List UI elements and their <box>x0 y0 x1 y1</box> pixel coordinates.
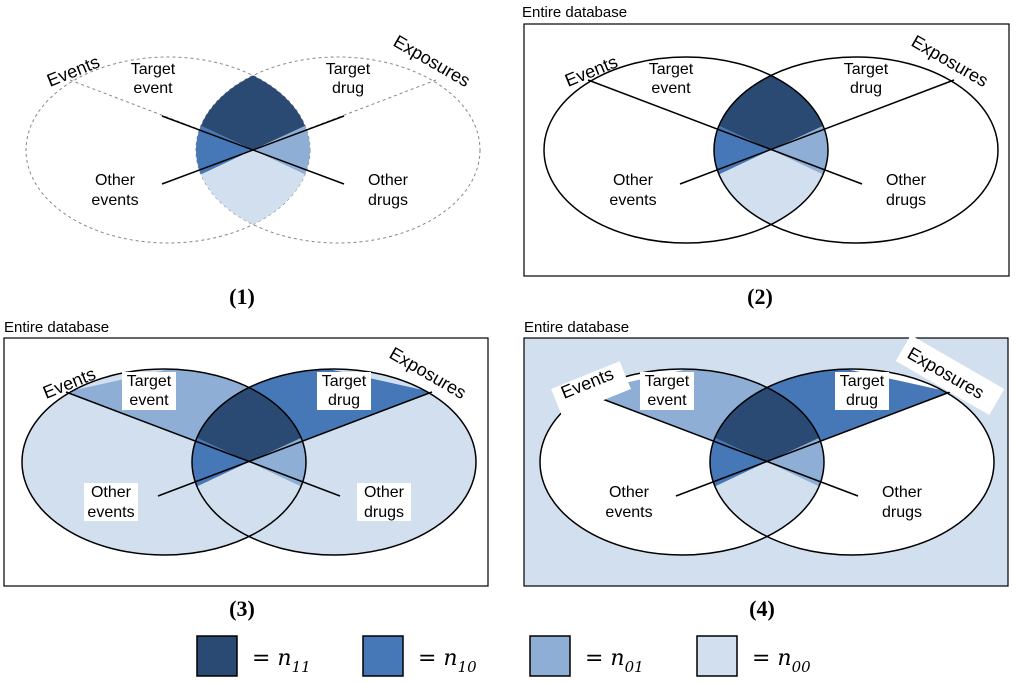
exposures-label-bg <box>895 335 1005 415</box>
database-label: Entire database <box>4 319 109 336</box>
legend-label: = n01 <box>585 646 644 676</box>
database-label: Entire database <box>522 4 627 21</box>
region-n11 <box>196 57 310 150</box>
other-events-label-bg <box>84 483 138 521</box>
panel-3: Entire database Events Exposures Target <box>3 319 489 621</box>
events-divider-line <box>65 391 341 497</box>
legend-item-n00: = n00 <box>696 635 811 677</box>
region-n00 <box>710 462 824 555</box>
legend-swatch <box>196 635 238 677</box>
other-events-label-bg <box>602 483 656 521</box>
target-event-label-bg <box>122 372 176 410</box>
left-ellipse-outline <box>21 368 307 556</box>
right-ellipse-outline <box>191 368 477 556</box>
legend: = n11 = n10 = n01 = n00 <box>196 635 811 677</box>
events-divider-line <box>587 79 863 185</box>
events-label-bg <box>551 361 631 417</box>
other-drugs-label-bg <box>357 483 411 521</box>
region-n11 <box>710 369 824 462</box>
legend-item-n11: = n11 <box>196 635 311 677</box>
other-drugs-label-bg <box>875 483 929 521</box>
legend-item-n01: = n01 <box>529 635 644 677</box>
legend-label: = n00 <box>752 646 811 676</box>
exposures-divider-solid <box>161 115 345 185</box>
legend-swatch <box>696 635 738 677</box>
exposures-divider-line <box>675 391 951 497</box>
legend-label: = n10 <box>418 646 477 676</box>
exposures-divider-line <box>679 79 955 185</box>
region-n11 <box>192 369 306 462</box>
panel-4: Entire database Events Exposures <box>523 319 1009 621</box>
panel-caption: (3) <box>229 596 255 621</box>
legend-item-n10: = n10 <box>362 635 477 677</box>
left-ellipse-outline <box>543 56 829 244</box>
target-drug-label-bg <box>317 372 371 410</box>
events-divider-line <box>583 391 859 497</box>
region-n00 <box>714 150 828 243</box>
region-n00 <box>196 150 310 243</box>
panel-caption: (2) <box>747 284 773 309</box>
panel-caption: (1) <box>229 284 255 309</box>
database-label: Entire database <box>524 319 629 336</box>
right-ellipse-outline <box>709 368 995 556</box>
events-label: Events <box>44 52 103 91</box>
exposures-label: Exposures <box>390 31 474 91</box>
legend-swatch <box>362 635 404 677</box>
target-event-label-bg <box>640 372 694 410</box>
legend-swatch <box>529 635 571 677</box>
exposures-divider-line <box>157 391 433 497</box>
panel-caption: (4) <box>749 596 775 621</box>
target-drug-label-bg <box>835 372 889 410</box>
region-n11 <box>714 57 828 150</box>
legend-label: = n11 <box>252 646 311 676</box>
right-ellipse-outline <box>713 56 999 244</box>
region-n00 <box>192 462 306 555</box>
left-ellipse-outline <box>539 368 825 556</box>
